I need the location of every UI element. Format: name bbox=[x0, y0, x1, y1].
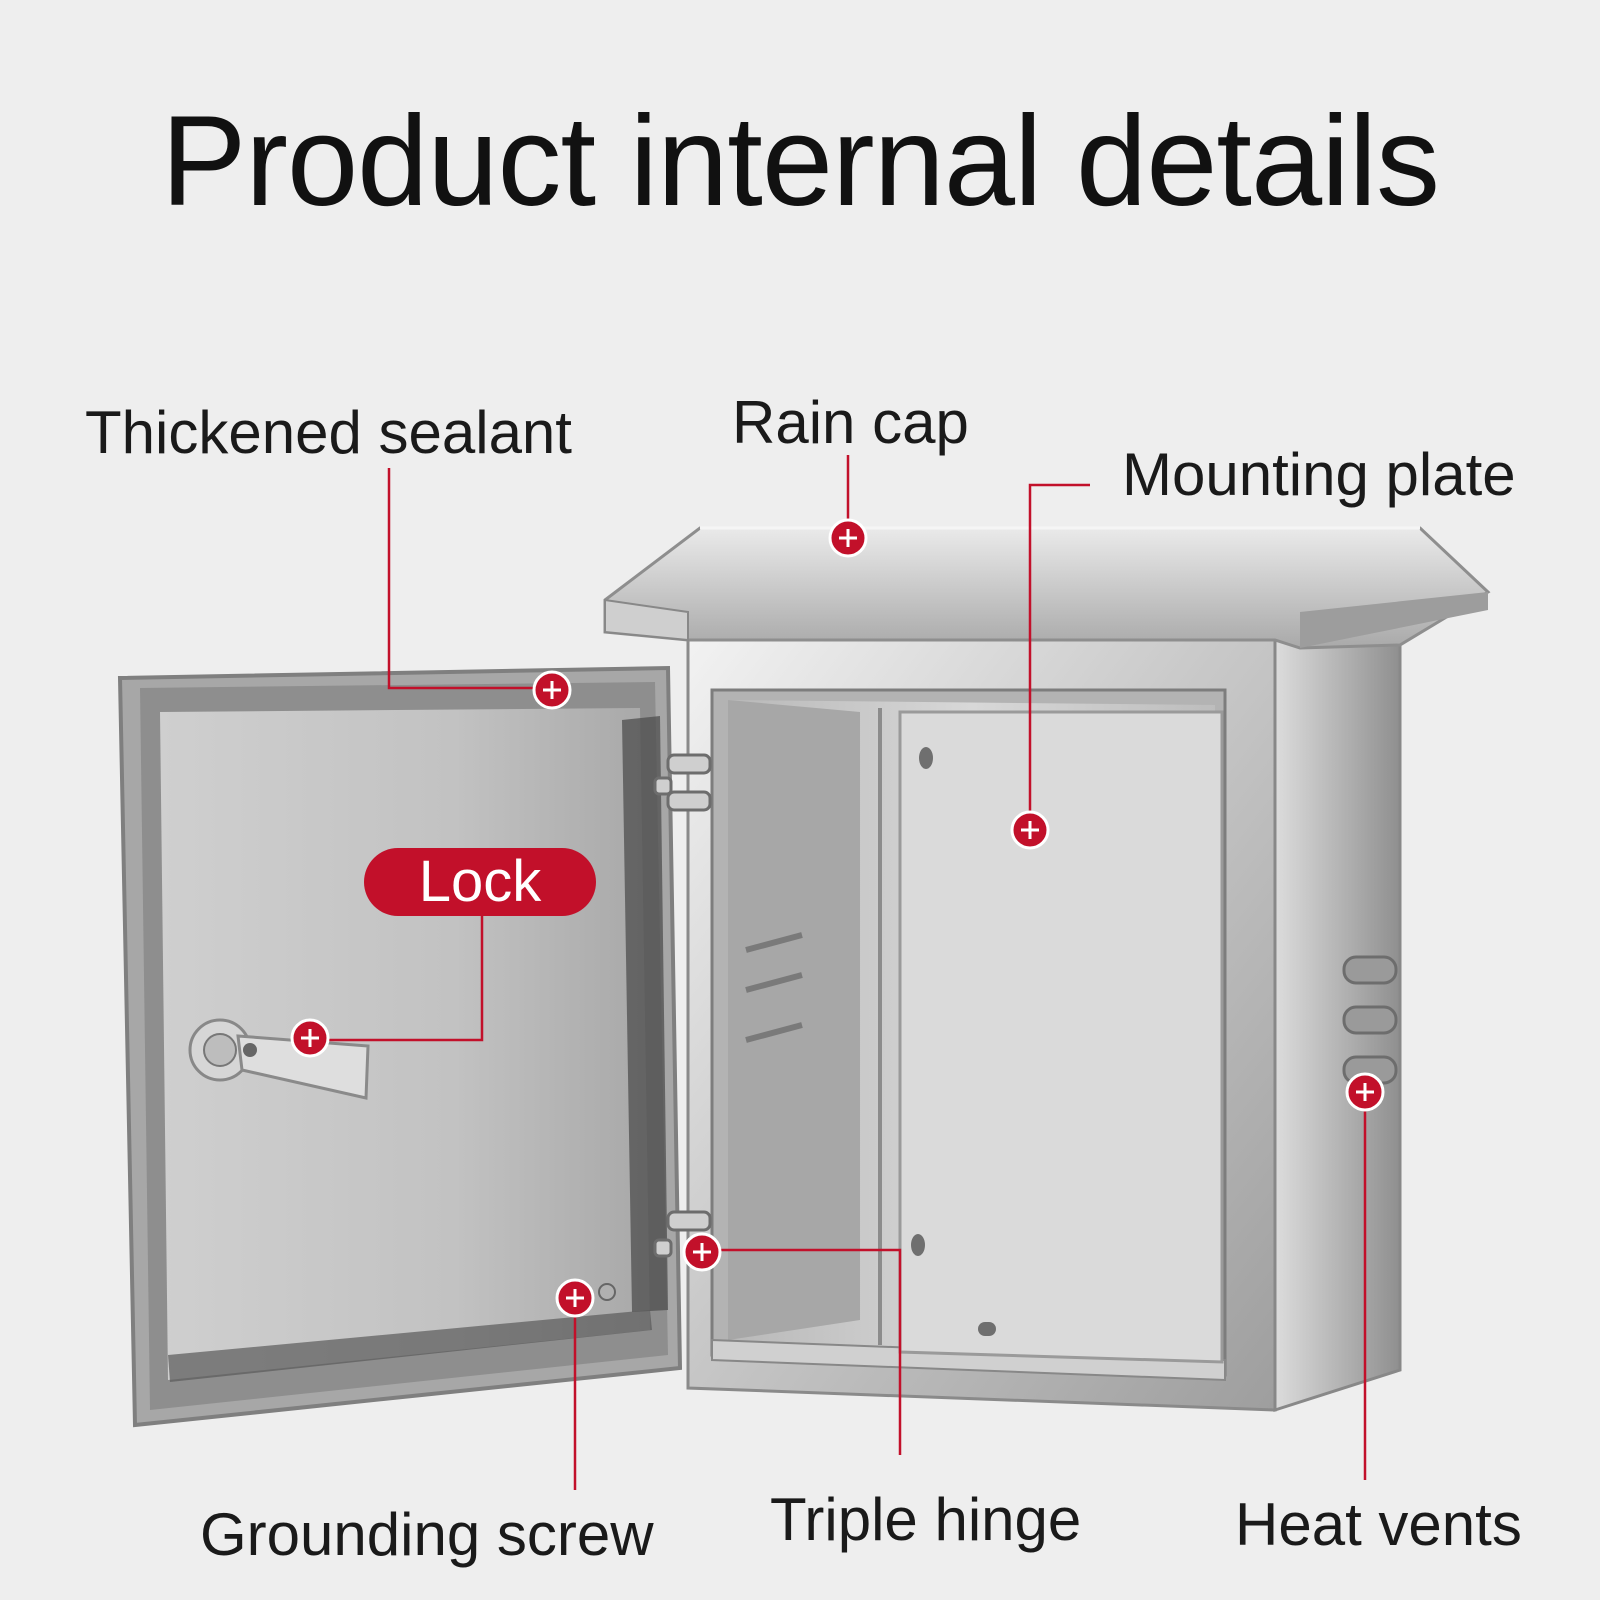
label-heat-vents: Heat vents bbox=[1235, 1491, 1522, 1558]
rain-cap bbox=[603, 526, 1491, 650]
marker-heat-vents bbox=[1345, 1072, 1385, 1112]
hinges bbox=[653, 753, 712, 1258]
label-grounding-screw: Grounding screw bbox=[200, 1501, 654, 1568]
label-triple-hinge: Triple hinge bbox=[770, 1486, 1082, 1553]
plus-marker-icon bbox=[290, 518, 1385, 1318]
marker-thickened-sealant bbox=[532, 670, 572, 710]
label-thickened-sealant: Thickened sealant bbox=[85, 399, 572, 466]
marker-rain-cap bbox=[828, 518, 868, 558]
grounding-screw bbox=[598, 1283, 616, 1301]
mounting-plate bbox=[878, 708, 1224, 1364]
leader-lines bbox=[310, 455, 1367, 1490]
page-title: Product internal details bbox=[160, 90, 1440, 233]
heat-vent-slots bbox=[1342, 955, 1398, 1085]
inner-vent-slots bbox=[745, 932, 803, 1043]
marker-mounting-plate bbox=[1010, 810, 1050, 850]
label-rain-cap: Rain cap bbox=[732, 389, 969, 456]
marker-triple-hinge bbox=[682, 1232, 722, 1272]
marker-grounding-screw bbox=[555, 1278, 595, 1318]
label-mounting-plate: Mounting plate bbox=[1122, 441, 1516, 508]
label-lock: Lock bbox=[364, 848, 596, 916]
marker-lock bbox=[290, 1018, 330, 1058]
